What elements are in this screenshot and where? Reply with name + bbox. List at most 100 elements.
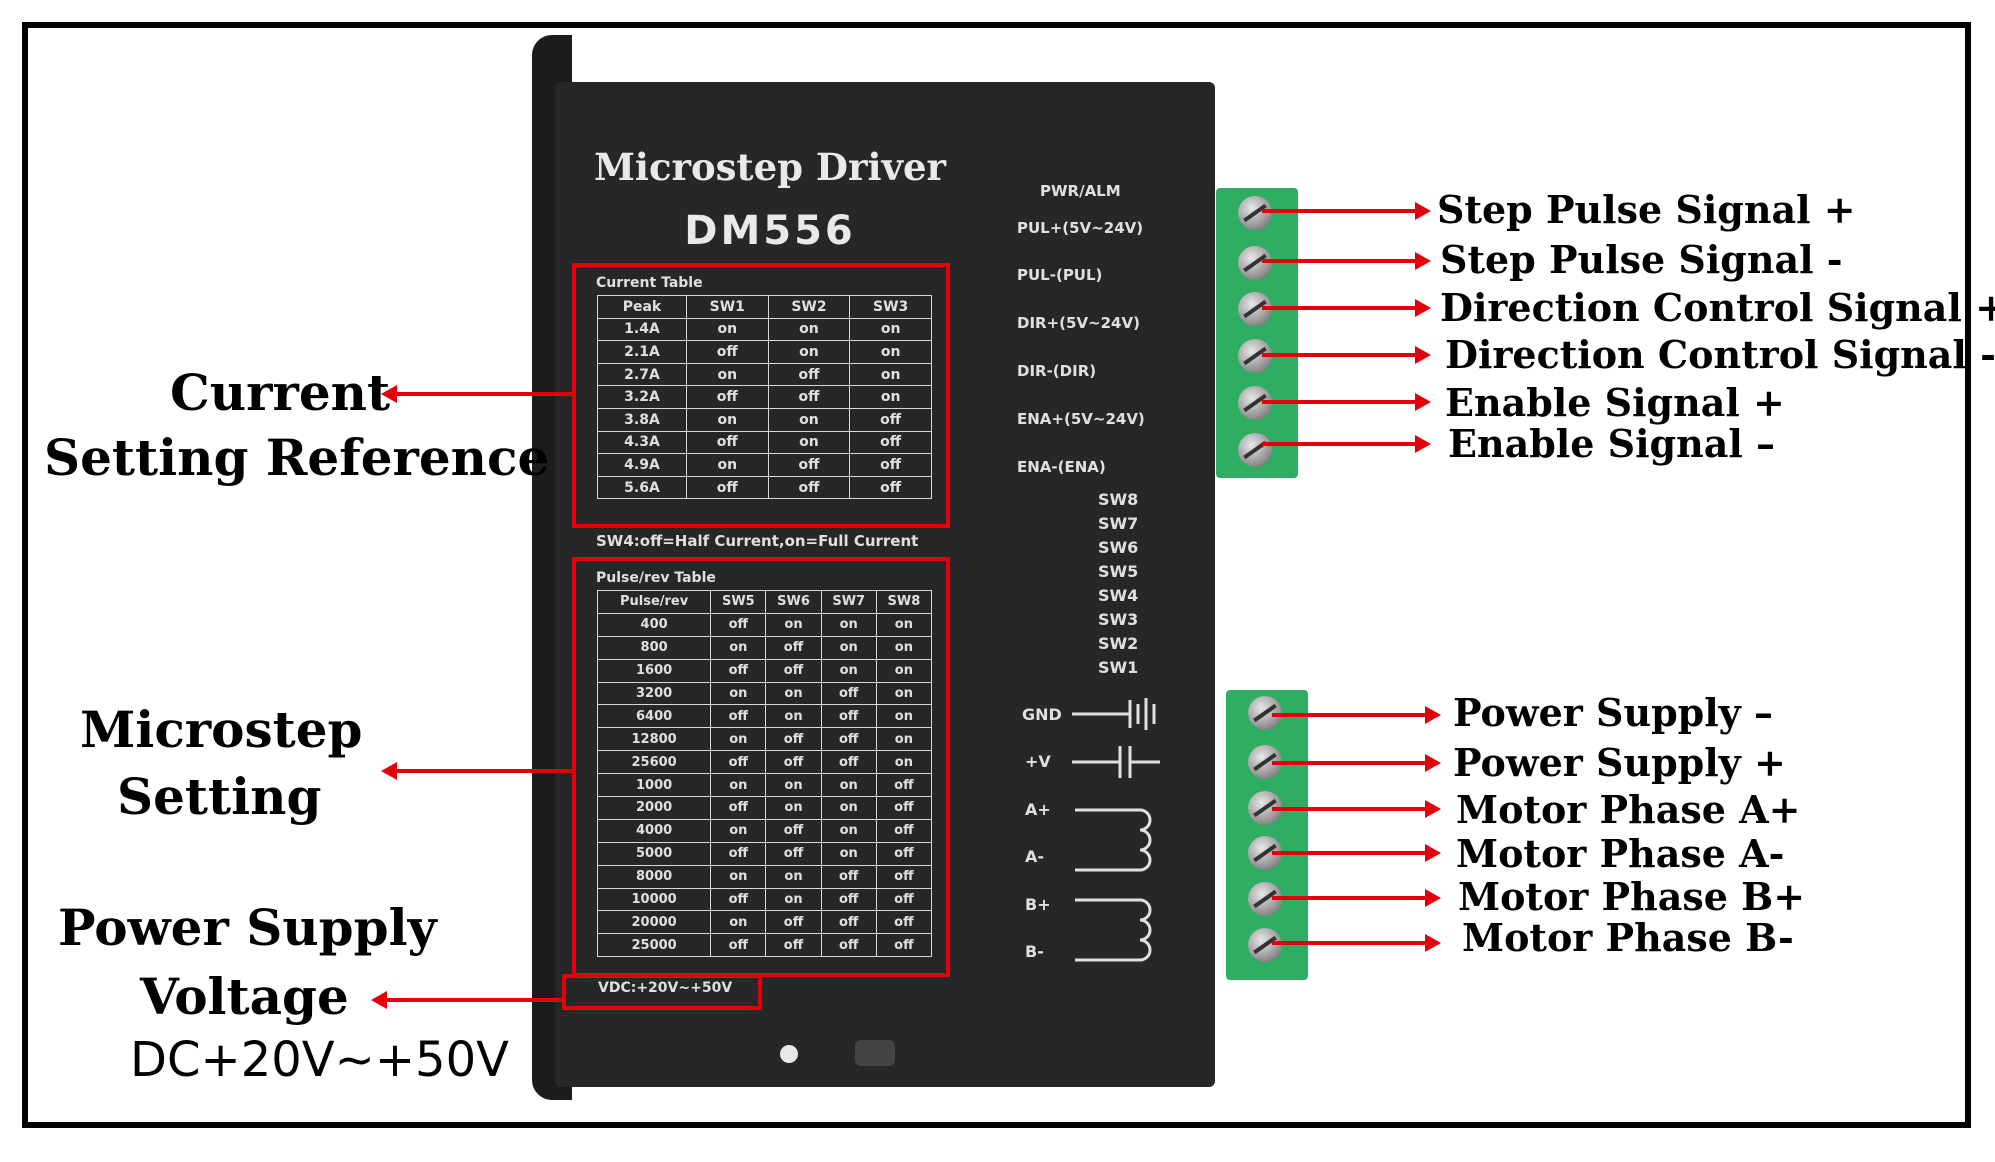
- signal-arrow: [1262, 346, 1431, 364]
- table-cell: 2.1A: [597, 340, 687, 364]
- power-label-b-plus: B+: [1025, 895, 1051, 914]
- signal-label-pul-plus: PUL+(5V~24V): [1017, 219, 1144, 237]
- microstep-arrow: [381, 762, 575, 780]
- pulse-table-highlight: [572, 557, 950, 977]
- current-table-highlight: [572, 263, 950, 528]
- label-enable-minus: Enable Signal –: [1448, 421, 1775, 466]
- table-cell: on: [685, 317, 769, 342]
- mounting-hole: [780, 1045, 798, 1063]
- label-power-minus: Power Supply –: [1453, 690, 1773, 735]
- mounting-screw: [855, 1040, 895, 1066]
- table-cell: 6400: [596, 704, 712, 729]
- terminal-screw: [1238, 433, 1272, 467]
- signal-label-dir-plus: DIR+(5V~24V): [1017, 314, 1140, 332]
- label-direction-plus: Direction Control Signal +: [1440, 285, 1995, 330]
- table-cell: off: [685, 475, 769, 500]
- schematic-symbols: [1072, 698, 1160, 962]
- table-cell: off: [710, 612, 767, 637]
- table-cell: off: [710, 796, 767, 820]
- label-enable-plus: Enable Signal +: [1445, 380, 1785, 425]
- driver-model: DM556: [684, 208, 856, 254]
- signal-arrow: [1262, 435, 1431, 453]
- table-cell: off: [710, 933, 767, 958]
- table-cell: on: [875, 727, 933, 752]
- table-cell: on: [875, 750, 933, 775]
- table-cell: off: [767, 385, 851, 409]
- table-header-cell: SW6: [765, 590, 822, 614]
- table-cell: off: [875, 864, 933, 889]
- switch-label-sw4: SW4: [1098, 586, 1139, 605]
- current-arrow: [381, 385, 575, 403]
- voltage-arrow: [371, 991, 565, 1009]
- table-header-cell: SW8: [875, 590, 933, 614]
- table-cell: on: [765, 681, 822, 706]
- table-cell: off: [875, 796, 933, 820]
- current-table-note: SW4:off=Half Current,on=Full Current: [596, 532, 919, 550]
- power-label-a-plus: A+: [1025, 800, 1051, 819]
- table-cell: on: [820, 796, 877, 820]
- vdc-rating: VDC:+20V~+50V: [598, 980, 733, 996]
- label-direction-minus: Direction Control Signal -: [1445, 332, 1995, 377]
- power-label-b-minus: B-: [1025, 942, 1044, 961]
- signal-terminal-block: [1216, 188, 1298, 478]
- label-phase-a-minus: Motor Phase A-: [1456, 831, 1785, 876]
- terminal-screw: [1238, 196, 1272, 230]
- power-label-v-plus: +V: [1025, 752, 1051, 771]
- table-cell: off: [765, 933, 822, 958]
- table-cell: off: [875, 841, 933, 866]
- table-cell: on: [875, 681, 933, 706]
- signal-label-ena-minus: ENA-(ENA): [1017, 458, 1106, 476]
- table-cell: 1.4A: [597, 317, 687, 342]
- power-arrow: [1272, 706, 1441, 724]
- label-phase-b-plus: Motor Phase B+: [1458, 874, 1806, 919]
- power-arrow: [1272, 934, 1441, 952]
- label-voltage: Voltage: [140, 967, 349, 1026]
- signal-arrow: [1262, 252, 1431, 270]
- table-cell: on: [765, 796, 822, 820]
- switch-label-sw6: SW6: [1098, 538, 1139, 557]
- table-cell: on: [820, 818, 877, 843]
- table-cell: 2000: [596, 796, 712, 820]
- driver-title: Microstep Driver: [593, 145, 947, 189]
- table-cell: on: [685, 362, 769, 387]
- pulse-table-caption: Pulse/rev Table: [596, 570, 716, 586]
- table-header-cell: SW5: [710, 590, 767, 614]
- table-cell: on: [767, 407, 851, 432]
- label-voltage-range: DC+20V~+50V: [130, 1032, 509, 1088]
- table-cell: off: [765, 635, 822, 660]
- table-cell: off: [767, 475, 851, 500]
- table-header-cell: SW7: [820, 590, 877, 614]
- vdc-highlight: [562, 974, 762, 1010]
- current-table-caption: Current Table: [596, 275, 703, 291]
- signal-arrow: [1262, 393, 1431, 411]
- table-cell: 2.7A: [597, 362, 687, 387]
- table-cell: on: [710, 635, 767, 660]
- table-cell: off: [710, 750, 767, 775]
- label-microstep: Microstep: [80, 700, 363, 759]
- label-current: Current: [170, 363, 391, 422]
- switch-label-sw3: SW3: [1098, 610, 1139, 629]
- label-setting-reference: Setting Reference: [44, 428, 550, 487]
- power-arrow: [1272, 844, 1441, 862]
- table-cell: off: [765, 841, 822, 866]
- power-arrow: [1272, 889, 1441, 907]
- terminal-screw: [1248, 928, 1282, 962]
- signal-arrow: [1262, 202, 1431, 220]
- signal-label-dir-minus: DIR-(DIR): [1017, 362, 1097, 380]
- table-cell: 10000: [596, 887, 712, 912]
